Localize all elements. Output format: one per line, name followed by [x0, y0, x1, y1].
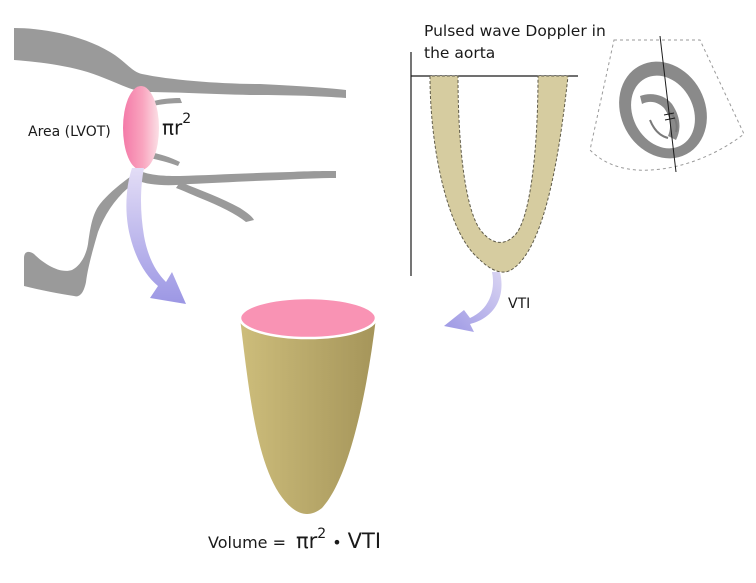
lower-cusp [150, 152, 180, 166]
area-lvot-label: Area (LVOT) [28, 124, 111, 140]
pi-r-exponent: 2 [182, 111, 192, 127]
lower-branch [176, 182, 254, 222]
cone-top-ellipse [238, 296, 378, 340]
doppler-envelope [429, 75, 569, 273]
upper-cusp [150, 98, 182, 106]
formula-pi-r: πr [296, 529, 318, 553]
echo-sector-view [589, 35, 745, 173]
formula-vti: VTI [347, 529, 382, 553]
cone-body [240, 318, 376, 514]
stroke-volume-cone [238, 296, 378, 514]
doppler-plot [410, 52, 578, 332]
lower-vessel-wall [136, 170, 336, 186]
posterior-wall [24, 174, 144, 297]
lvot-to-cone-arrow [126, 168, 186, 304]
sample-gate-top [663, 112, 675, 116]
pi-r-squared-label: πr2 [162, 111, 191, 140]
echo-sector-outline [589, 39, 745, 171]
stroke-volume-formula: Volume = πr2 • VTI [208, 525, 382, 553]
heart-septum [640, 94, 680, 140]
doppler-title: Pulsed wave Doppler in the aorta [424, 22, 606, 62]
formula-lhs: Volume = [208, 533, 286, 552]
vti-label: VTI [508, 296, 531, 312]
doppler-to-cone-arrow [444, 272, 502, 332]
upper-vessel-wall [14, 28, 346, 98]
doppler-cursor-line [659, 35, 677, 173]
formula-exponent: 2 [317, 525, 327, 542]
sample-gate-bottom [664, 117, 676, 121]
formula-dot: • [332, 533, 342, 552]
aortic-anatomy [14, 28, 346, 297]
lvot-area-ellipse [123, 86, 159, 170]
pi-r-text: πr [162, 115, 183, 140]
